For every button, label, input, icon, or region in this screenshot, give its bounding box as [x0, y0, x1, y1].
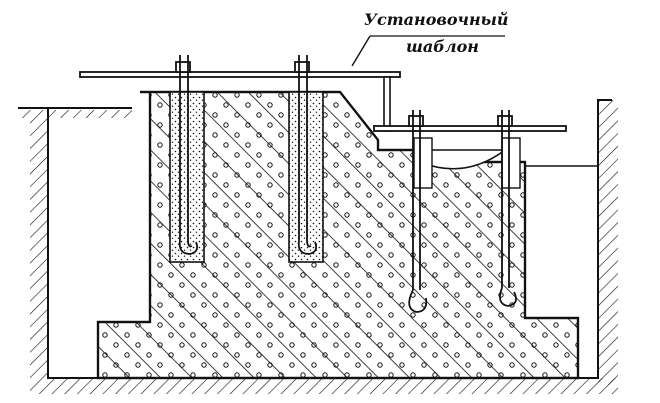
template-label-line1: Установочный — [364, 10, 509, 29]
template-label-line2: шаблон — [406, 37, 479, 56]
anchor-bolt-right-a — [408, 110, 428, 313]
excavation-pit — [18, 99, 618, 394]
bolt-sleeve-right-a — [413, 137, 433, 189]
anchor-bolt-right-b — [497, 110, 517, 307]
mounting-template — [79, 71, 567, 132]
bolt-well-center — [288, 91, 324, 263]
label-leader-line — [351, 35, 371, 67]
anchor-bolt-center — [294, 55, 318, 255]
anchor-bolt-left — [175, 55, 199, 255]
bolt-sleeve-right-b — [501, 137, 521, 189]
bolt-well-left — [169, 91, 205, 263]
